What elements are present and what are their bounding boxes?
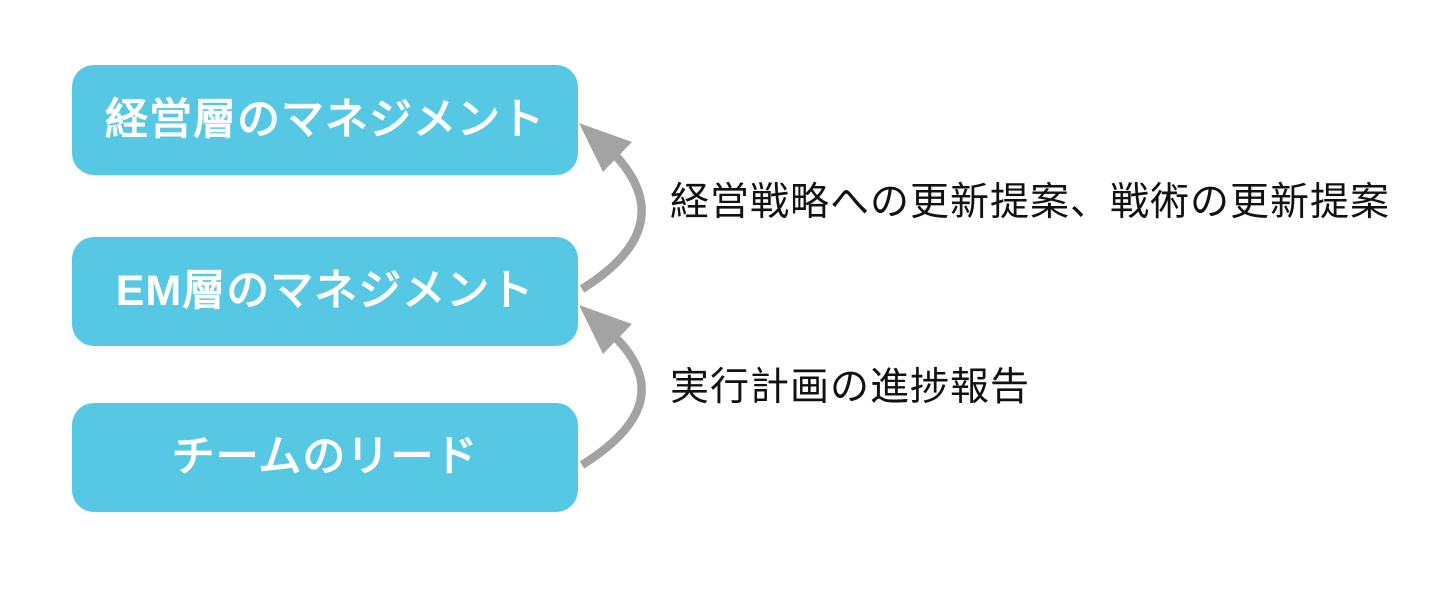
box-em-layer-management-label: EM層のマネジメント (115, 267, 535, 315)
arrow-head-icon (579, 123, 632, 172)
arrow-label-progress-report: 実行計画の進捗報告 (670, 366, 1031, 409)
arrow-curve (579, 336, 646, 469)
curved-up-arrow-team-to-em (579, 305, 646, 469)
box-em-layer-management: EM層のマネジメント (72, 237, 578, 346)
arrow-label-strategy-update-proposal: 経営戦略への更新提案、戦術の更新提案 (670, 181, 1391, 224)
box-team-lead: チームのリード (72, 403, 578, 512)
curved-up-arrow-em-to-executive (579, 123, 646, 293)
box-team-lead-label: チームのリード (171, 433, 479, 481)
arrow-curve (579, 154, 646, 293)
arrow-head-icon (579, 305, 632, 354)
box-executive-management-label: 経営層のマネジメント (105, 95, 545, 144)
box-executive-management: 経営層のマネジメント (72, 65, 578, 175)
